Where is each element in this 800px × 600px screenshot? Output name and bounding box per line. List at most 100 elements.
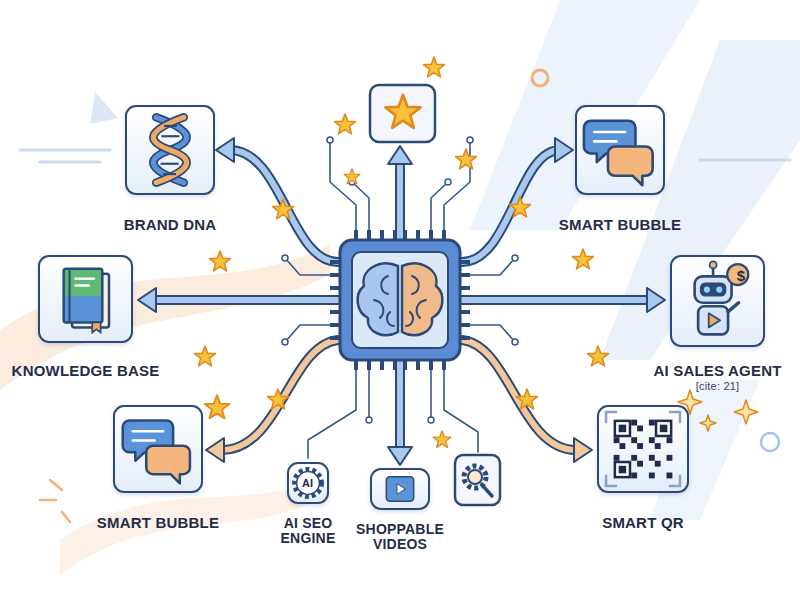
arrow-heads bbox=[647, 288, 665, 312]
stars bbox=[517, 389, 538, 409]
stars bbox=[268, 389, 289, 409]
icon-box bbox=[631, 420, 637, 426]
icon-box bbox=[649, 420, 655, 426]
stars bbox=[210, 251, 231, 271]
magnifier-box bbox=[482, 485, 492, 496]
circuit-traces bbox=[330, 140, 356, 232]
icon-box bbox=[606, 412, 680, 486]
stars bbox=[510, 197, 531, 217]
icon-box bbox=[700, 283, 726, 297]
icon-box bbox=[614, 461, 632, 479]
icon-box bbox=[397, 484, 405, 495]
icon-box bbox=[153, 117, 186, 182]
icon-box bbox=[594, 132, 625, 141]
stars bbox=[344, 169, 360, 184]
background-decor bbox=[40, 499, 56, 502]
icon-box bbox=[372, 470, 428, 508]
background-decor bbox=[20, 149, 110, 152]
icon-box bbox=[616, 422, 629, 435]
icon-box bbox=[716, 286, 722, 292]
icon-box bbox=[153, 117, 186, 182]
processor-chip bbox=[374, 276, 394, 326]
thick-arrows bbox=[462, 297, 650, 303]
processor-chip bbox=[340, 240, 460, 360]
icon-box bbox=[614, 437, 620, 443]
trace-ends bbox=[327, 137, 333, 143]
feature-node: AIAI SEO ENGINE bbox=[287, 462, 329, 546]
stars bbox=[335, 114, 356, 134]
icon-box bbox=[704, 286, 710, 292]
thick-arrows bbox=[462, 295, 650, 305]
node-label: SMART BUBBLE bbox=[540, 217, 700, 233]
icon-text: $ bbox=[730, 264, 752, 286]
icon-box bbox=[40, 257, 131, 341]
stars bbox=[273, 199, 294, 219]
icon-box bbox=[161, 126, 180, 174]
thick-arrows bbox=[222, 340, 338, 450]
icon-box bbox=[695, 276, 732, 302]
icon-box bbox=[161, 163, 179, 165]
feature-node: SMART BUBBLE bbox=[113, 405, 203, 531]
arrow-heads bbox=[216, 138, 234, 162]
icon-box bbox=[146, 446, 190, 484]
icon-box bbox=[637, 425, 643, 431]
background-decor bbox=[90, 92, 118, 124]
icon-box bbox=[75, 279, 93, 286]
feature-node: BRAND DNA bbox=[125, 105, 215, 233]
icon-box bbox=[133, 439, 155, 442]
thick-arrows bbox=[230, 150, 338, 262]
icon-box bbox=[672, 257, 763, 345]
circuit-traces bbox=[308, 368, 356, 458]
icon-box bbox=[575, 105, 665, 195]
node-label: KNOWLEDGE BASE bbox=[1, 363, 171, 379]
icon-box bbox=[619, 443, 625, 449]
background-decor bbox=[600, 40, 800, 360]
icon-box bbox=[698, 306, 728, 334]
circuit-traces bbox=[430, 368, 432, 420]
icon-box bbox=[655, 443, 661, 449]
icon-box bbox=[657, 422, 670, 435]
node-label: SHOPPABLE VIDEOS bbox=[350, 522, 450, 552]
icon-box bbox=[75, 284, 88, 287]
trace-ends bbox=[467, 137, 473, 143]
thick-arrows bbox=[462, 340, 576, 450]
background-decor bbox=[40, 161, 100, 164]
node-label: AI SEO ENGINE bbox=[272, 516, 344, 546]
icon-box: $ bbox=[670, 255, 765, 347]
arrow-heads bbox=[574, 438, 592, 462]
trace-ends bbox=[282, 255, 288, 261]
trace-ends bbox=[512, 339, 518, 345]
sparkles bbox=[734, 400, 758, 424]
thick-arrows bbox=[222, 340, 338, 450]
icon-box bbox=[161, 135, 179, 137]
icon-box bbox=[667, 473, 673, 479]
icon-text: AI bbox=[289, 464, 326, 501]
star-box bbox=[370, 85, 435, 142]
background-decor bbox=[761, 433, 779, 451]
stars bbox=[205, 395, 230, 418]
background-decor bbox=[40, 480, 70, 522]
feature-node: $AI SALES AGENT[cite: 21] bbox=[670, 255, 765, 393]
icon-box bbox=[655, 461, 661, 467]
icon-box bbox=[660, 425, 668, 433]
citation-note: [cite: 21] bbox=[648, 380, 788, 393]
processor-chip bbox=[352, 252, 448, 348]
icon-box bbox=[631, 437, 637, 443]
node-label: SMART QR bbox=[588, 515, 698, 531]
arrow-heads bbox=[206, 438, 224, 462]
thick-arrows bbox=[462, 340, 576, 450]
star-box bbox=[386, 95, 421, 128]
icon-box bbox=[386, 477, 413, 501]
icon-box bbox=[163, 173, 176, 175]
icon-box bbox=[614, 420, 673, 479]
icon-box bbox=[133, 431, 163, 440]
icon-box bbox=[667, 437, 673, 443]
background-decor bbox=[532, 70, 548, 86]
icon-box bbox=[113, 405, 203, 493]
thick-arrows bbox=[395, 362, 405, 450]
icon-box bbox=[614, 455, 620, 461]
background-decor bbox=[50, 480, 62, 490]
icon-box: AI bbox=[287, 462, 329, 504]
circuit-traces bbox=[368, 368, 370, 420]
icon-box bbox=[127, 107, 213, 193]
